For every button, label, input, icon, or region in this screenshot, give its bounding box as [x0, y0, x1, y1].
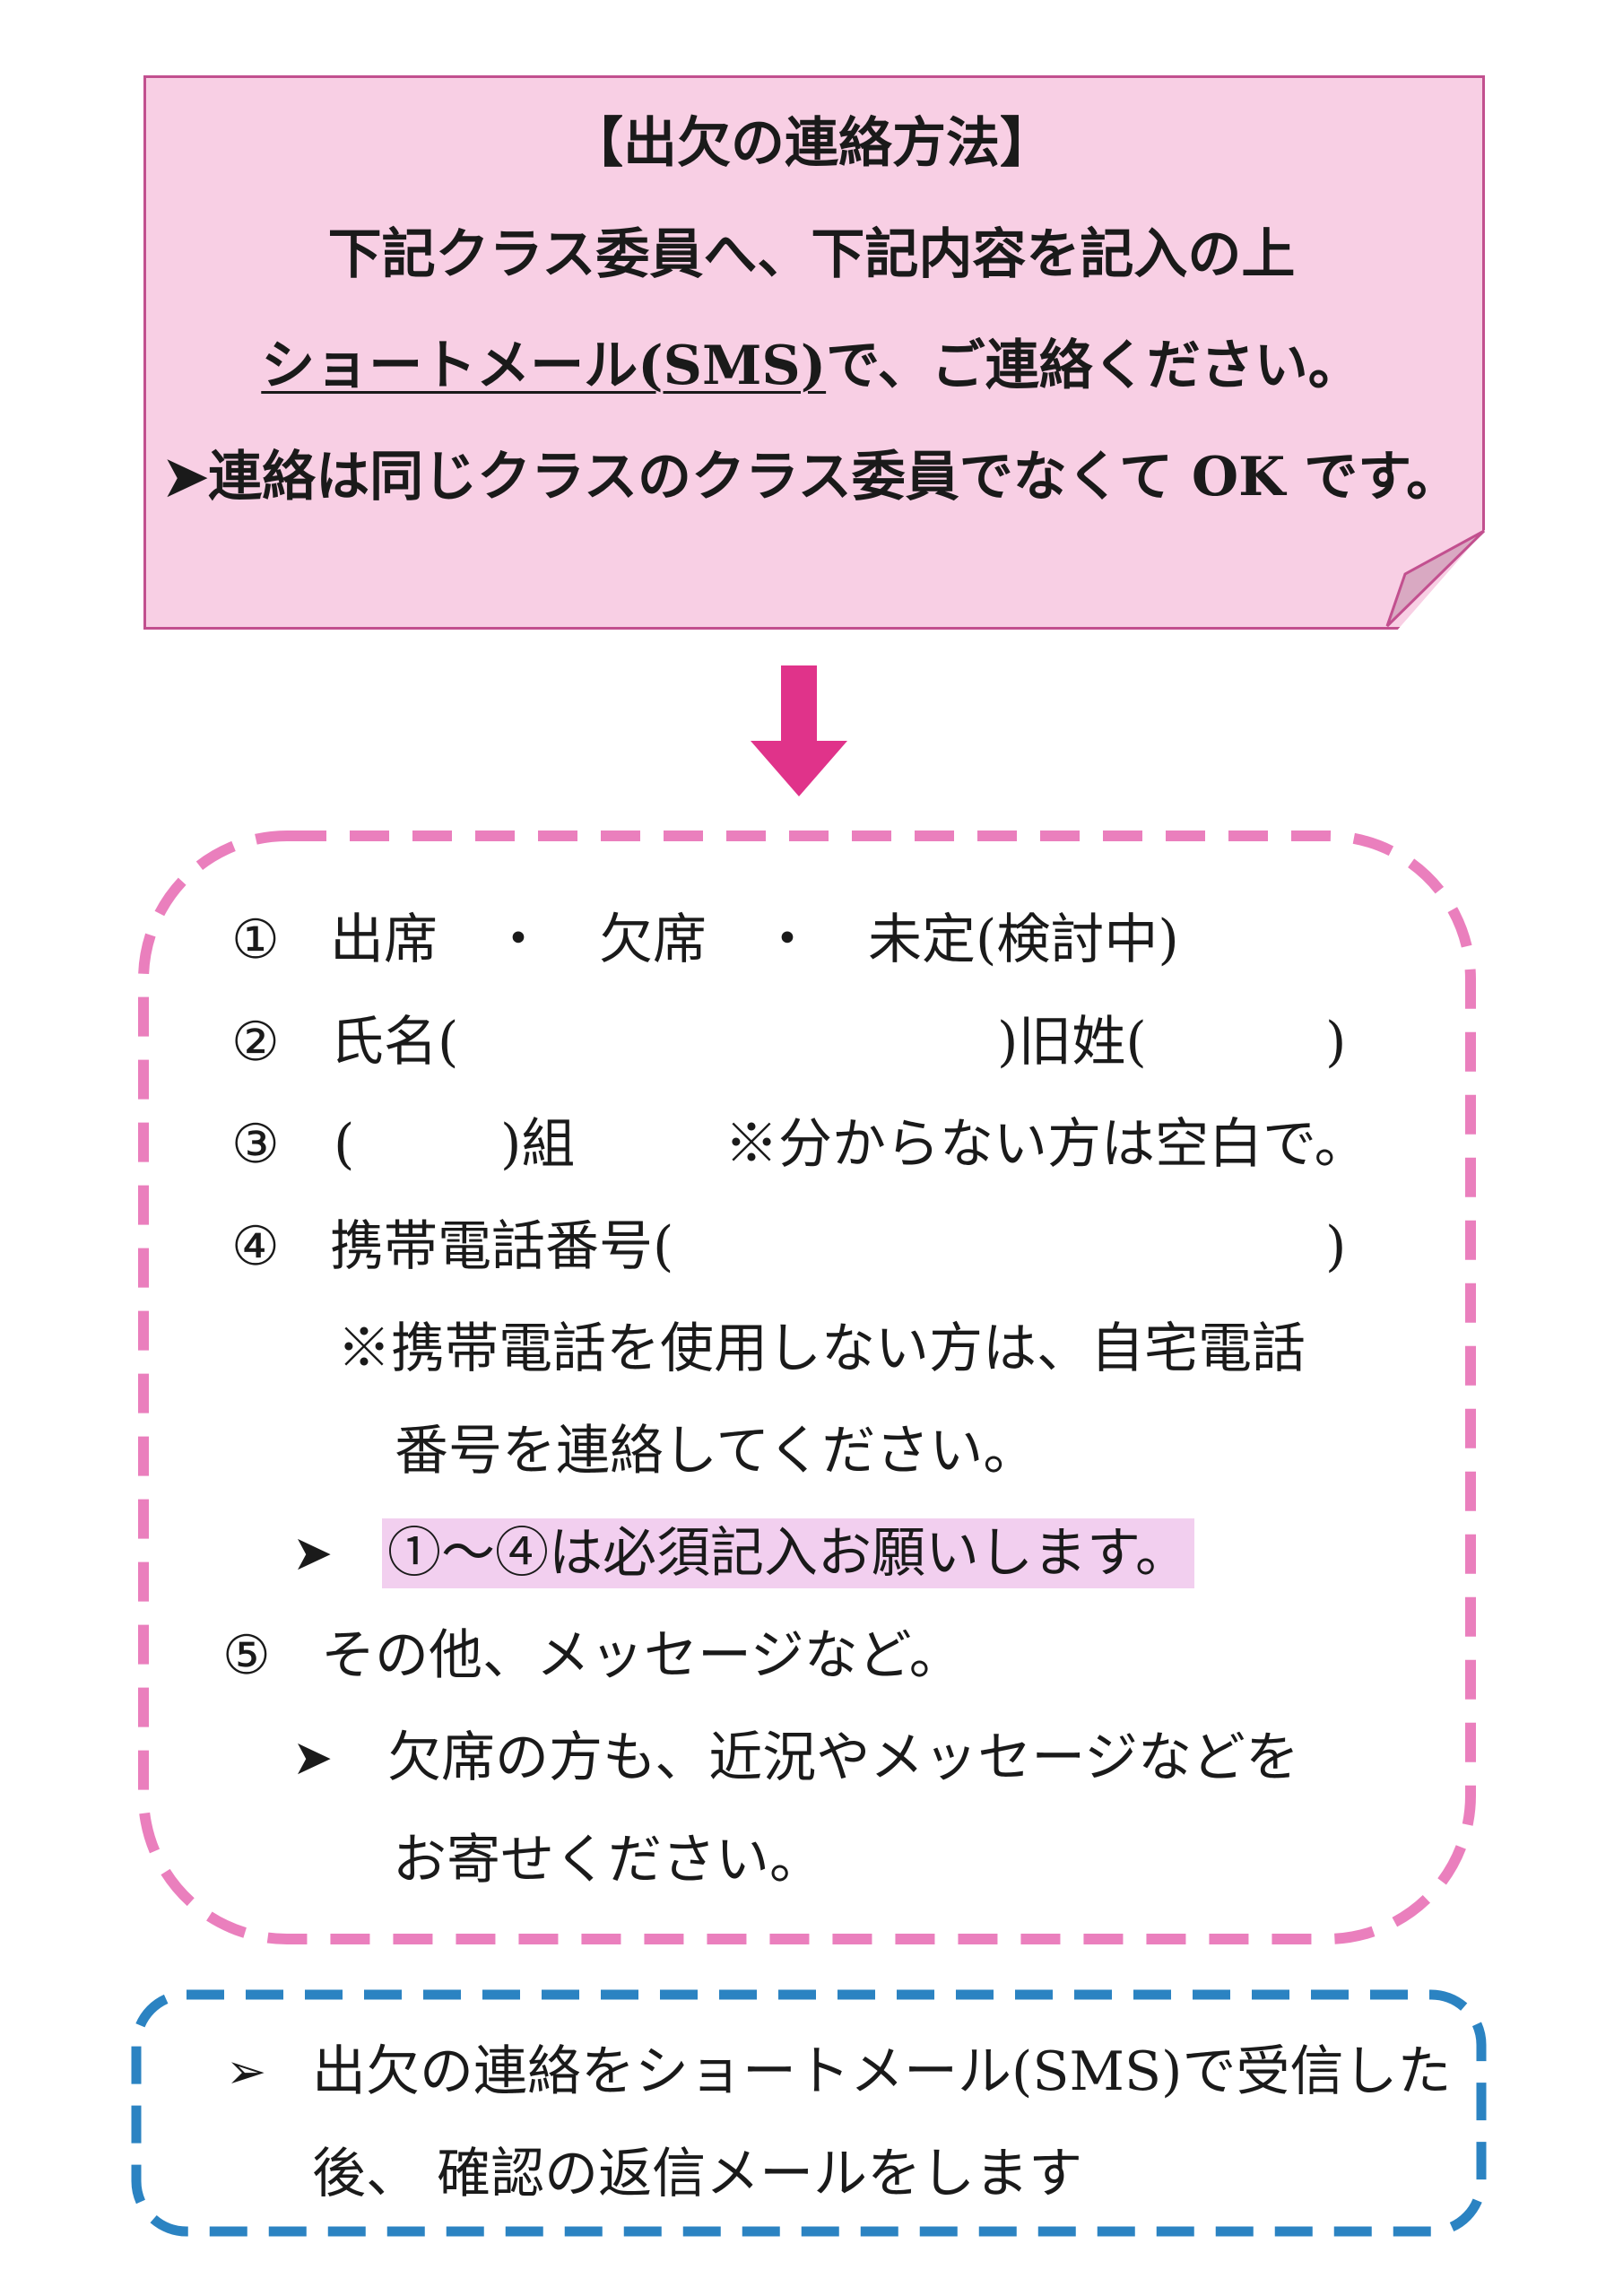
arrow-bullet-icon: ➤: [162, 446, 209, 509]
item-1-number: ①: [231, 909, 280, 971]
item-3-open: (: [334, 1113, 355, 1176]
item-2-label: 氏名(: [330, 1011, 459, 1074]
reply-bullet-icon: ➢: [226, 2043, 267, 2100]
item-5-bullet-icon: ➤: [292, 1729, 334, 1786]
item-2-number: ②: [231, 1011, 280, 1074]
reply-line-1: 出欠の連絡をショートメール(SMS)で受信した: [312, 2040, 1452, 2103]
item-5-text: その他、メッセージなど。: [321, 1624, 963, 1687]
item-4-end: ): [1325, 1215, 1347, 1278]
item-4-note-line-2: 番号を連絡してください。: [395, 1420, 1037, 1483]
notice-line-2: ショートメール(SMS)で、ご連絡ください。: [143, 334, 1480, 398]
notice-title: 【出欠の連絡方法】: [569, 112, 1054, 175]
item-3-close: )組: [500, 1113, 576, 1176]
item-4-note-line-1: ※携帯電話を使用しない方は、自宅電話: [337, 1318, 1306, 1380]
down-arrow-icon: [751, 665, 847, 796]
item-5-note-line-2: お寄せください。: [393, 1829, 823, 1892]
sms-link[interactable]: ショートメール(SMS): [261, 335, 827, 397]
item-2-end: ): [1325, 1011, 1347, 1074]
item-2-mid: )旧姓(: [997, 1011, 1147, 1074]
item-1-text: 出席 ・ 欠席 ・ 未定(検討中): [330, 909, 1179, 971]
required-highlight: ①〜④は必須記入お願いします。: [382, 1518, 1194, 1588]
item-3-note: ※分からない方は空白で。: [725, 1113, 1368, 1176]
notice-line-1: 下記クラス委員へ、下記内容を記入の上: [327, 223, 1296, 286]
notice-line-2-rest: で、ご連絡ください。: [826, 335, 1362, 397]
required-bullet-icon: ➤: [292, 1525, 334, 1581]
item-4-label: 携帯電話番号(: [330, 1215, 674, 1278]
notice-line-3: ➤連絡は同じクラスのクラス委員でなくて OK です。: [143, 445, 1480, 509]
required-note: ①〜④は必須記入お願いします。: [382, 1518, 1194, 1588]
notice-box: [143, 75, 1485, 630]
notice-line-3-text: 連絡は同じクラスのクラス委員でなくて OK です。: [208, 446, 1461, 509]
item-5-number: ⑤: [222, 1624, 271, 1687]
item-4-number: ④: [231, 1215, 280, 1278]
reply-line-2: 後、 確認の返信メールをします: [312, 2143, 1083, 2205]
page-curl-icon: [1385, 529, 1486, 628]
item-5-note-line-1: 欠席の方も、近況やメッセージなどを: [387, 1726, 1299, 1789]
item-3-number: ③: [231, 1113, 280, 1176]
